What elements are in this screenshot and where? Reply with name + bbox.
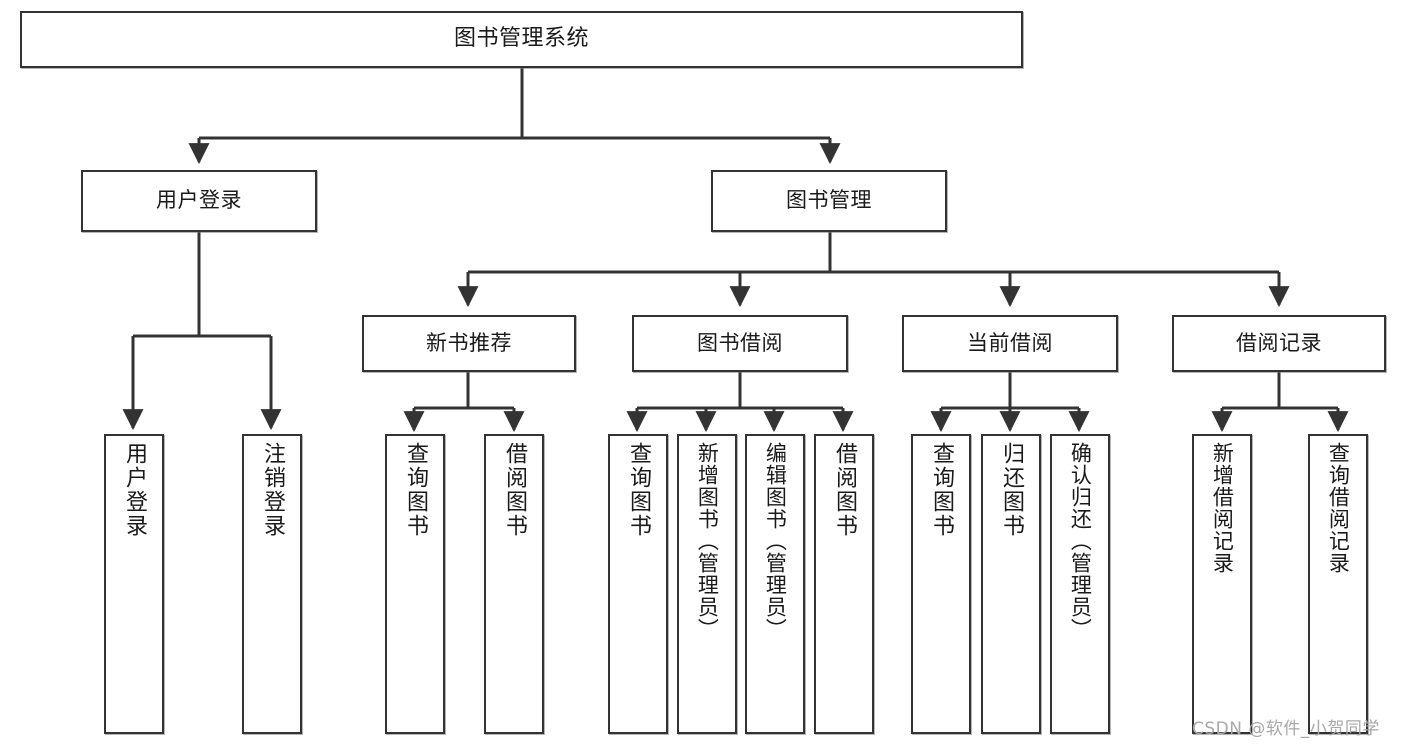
node-label: 注销登录 [259, 442, 285, 538]
node-borrow-record[interactable]: 借阅记录 [1172, 315, 1386, 372]
node-label: 查询图书 [402, 442, 428, 538]
leaf-new-book-query[interactable]: 查询图书 [385, 434, 445, 734]
node-label: 编辑图书（管理员） [763, 442, 788, 640]
node-book-management[interactable]: 图书管理 [711, 170, 947, 232]
node-label: 借阅图书 [501, 442, 527, 538]
node-label: 图书管理系统 [453, 26, 589, 52]
node-new-book-recommendation[interactable]: 新书推荐 [362, 315, 576, 372]
node-label: 确认归还（管理员） [1068, 442, 1093, 640]
leaf-borrow-record-query[interactable]: 查询借阅记录 [1308, 434, 1368, 734]
leaf-new-book-borrow[interactable]: 借阅图书 [484, 434, 544, 734]
leaf-book-borrow-add-admin[interactable]: 新增图书（管理员） [677, 434, 737, 734]
leaf-current-borrow-return[interactable]: 归还图书 [981, 434, 1041, 734]
leaf-book-borrow-borrow[interactable]: 借阅图书 [814, 434, 874, 734]
leaf-borrow-record-add[interactable]: 新增借阅记录 [1192, 434, 1252, 734]
leaf-user-login-logout[interactable]: 注销登录 [242, 434, 302, 734]
node-label: 当前借阅 [967, 330, 1053, 355]
node-label: 查询图书 [928, 442, 954, 538]
node-label: 新书推荐 [426, 330, 512, 355]
node-user-login[interactable]: 用户登录 [81, 170, 317, 232]
leaf-current-borrow-query[interactable]: 查询图书 [911, 434, 971, 734]
node-label: 用户登录 [156, 188, 242, 213]
node-current-borrow[interactable]: 当前借阅 [902, 315, 1118, 372]
leaf-user-login-login[interactable]: 用户登录 [104, 434, 164, 734]
node-label: 查询借阅记录 [1326, 442, 1351, 574]
node-label: 查询图书 [625, 442, 651, 538]
leaf-current-borrow-confirm-return-admin[interactable]: 确认归还（管理员） [1050, 434, 1110, 734]
node-label: 借阅记录 [1236, 330, 1322, 355]
leaf-book-borrow-edit-admin[interactable]: 编辑图书（管理员） [745, 434, 805, 734]
leaf-book-borrow-query[interactable]: 查询图书 [608, 434, 668, 734]
node-book-borrow[interactable]: 图书借阅 [632, 315, 848, 372]
node-label: 用户登录 [121, 442, 147, 538]
node-label: 图书管理 [786, 188, 872, 213]
node-label: 新增借阅记录 [1210, 442, 1235, 574]
csdn-watermark: CSDN @软件_小贺同学 [1192, 719, 1380, 739]
node-label: 借阅图书 [831, 442, 857, 538]
node-root-book-management-system[interactable]: 图书管理系统 [20, 11, 1023, 68]
node-label: 图书借阅 [697, 330, 783, 355]
node-label: 归还图书 [998, 442, 1024, 538]
node-label: 新增图书（管理员） [695, 442, 720, 640]
